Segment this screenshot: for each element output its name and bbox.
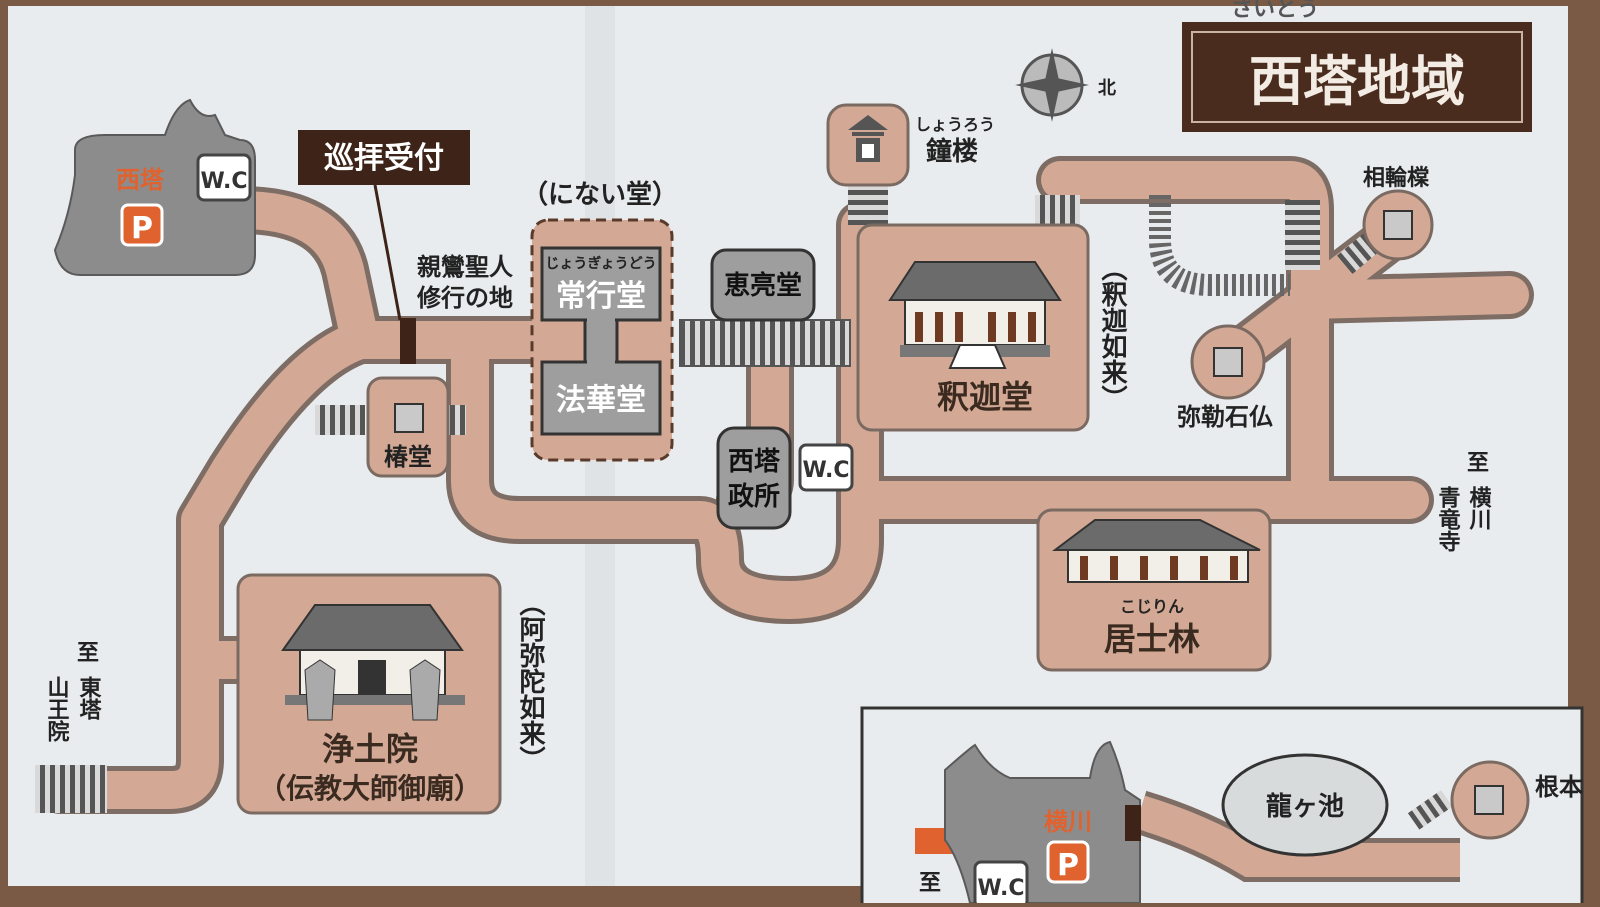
inset-map-yokawa: 横川 P W.C 至 龍ヶ池 根本: [860, 706, 1584, 907]
stairs-southwest: [35, 765, 107, 813]
shoro[interactable]: しょうろう 鐘楼: [826, 103, 995, 187]
kojirin[interactable]: こじりん 居士林: [1036, 508, 1272, 672]
jogyodo-ruby: じょうぎょうどう: [545, 255, 656, 272]
stairs-tsubakido-right: [448, 405, 466, 435]
hokkedo-label: 法華堂: [556, 383, 646, 418]
parking-yokawa-name: 横川: [1044, 808, 1092, 836]
to-yokawa-line2: 青竜寺: [1435, 486, 1461, 553]
saito-office[interactable]: 西塔 政所: [716, 426, 792, 530]
to-yokawa-to: 至: [1467, 451, 1489, 476]
title-ruby: さいとう: [1231, 0, 1319, 22]
stairs-shoro: [848, 185, 888, 225]
compass-north-label: 北: [1098, 78, 1116, 99]
to-toto-to: 至: [77, 641, 99, 666]
amida-nyorai-label: （阿弥陀如来）: [515, 590, 545, 772]
parking-west-name: 西塔: [116, 166, 165, 194]
shaka-nyorai: （釈迦如来）: [1097, 255, 1127, 411]
parking-west-wc: W.C: [201, 169, 248, 194]
jodoin-building-icon: [281, 604, 464, 651]
parking-west[interactable]: 西塔 P W.C: [53, 98, 256, 276]
ryugaike-label: 龍ヶ池: [1266, 791, 1344, 822]
miroku-stone-buddha[interactable]: 弥勒石仏: [1177, 324, 1273, 431]
ryugaike[interactable]: 龍ヶ池: [1221, 753, 1389, 857]
shakado[interactable]: 釈迦堂: [856, 223, 1090, 432]
wc-center[interactable]: W.C: [798, 443, 854, 492]
stairs-north-1: [1035, 195, 1080, 225]
saito-office-line2: 政所: [728, 481, 780, 512]
wc-center-label: W.C: [803, 458, 850, 483]
to-toto-line1: 東塔: [76, 676, 102, 720]
shinran-line1: 親鸞聖人: [417, 253, 513, 281]
stairs-north-2: [1285, 200, 1320, 270]
shoro-label: 鐘楼: [926, 136, 978, 167]
map-title: 西塔地域: [1249, 50, 1465, 113]
saito-office-line1: 西塔: [728, 447, 781, 477]
ninaido-label: （にない堂）: [522, 180, 678, 210]
miroku-label: 弥勒石仏: [1177, 403, 1273, 431]
kojirin-ruby: こじりん: [1120, 597, 1184, 616]
jodoin[interactable]: 浄土院 （伝教大師御廟）: [236, 573, 502, 815]
direction-toto: 至 東塔 山王院: [44, 641, 102, 743]
shaka-nyorai-label: （釈迦如来）: [1097, 255, 1127, 411]
shakado-label: 釈迦堂: [937, 378, 1033, 416]
bell-icon: [848, 115, 888, 162]
sorinto[interactable]: 相輪橖: [1362, 165, 1434, 261]
parking-yokawa[interactable]: 横川 P W.C: [944, 740, 1141, 907]
shoro-ruby: しょうろう: [915, 115, 995, 134]
inset-to-label: 至: [919, 871, 941, 896]
eryodo[interactable]: 恵亮堂: [710, 248, 816, 322]
reception-label: 巡拝受付: [324, 141, 444, 176]
jodoin-label: 浄土院: [322, 730, 418, 768]
konpon-hall[interactable]: 根本: [1407, 760, 1583, 840]
shakado-building-icon: [888, 261, 1062, 301]
stairs-curve: [1149, 195, 1290, 296]
parking-yokawa-wc: W.C: [978, 876, 1025, 901]
kojirin-label: 居士林: [1104, 620, 1200, 658]
shinran-line2: 修行の地: [416, 284, 513, 312]
reception[interactable]: 巡拝受付: [298, 130, 470, 364]
direction-yokawa: 至 横川 青竜寺: [1435, 451, 1493, 553]
sorinto-label: 相輪橖: [1363, 165, 1430, 191]
ninaido[interactable]: （にない堂） じょうぎょうどう 常行堂 法華堂: [522, 180, 678, 462]
jodoin-sub: （伝教大師御廟）: [258, 772, 482, 805]
stairs-tsubakido: [315, 405, 365, 435]
tsubakido-label: 椿堂: [384, 443, 432, 471]
to-yokawa-line1: 横川: [1466, 486, 1493, 530]
compass-icon: 北: [1015, 48, 1116, 122]
tsubakido[interactable]: 椿堂: [366, 376, 450, 478]
eryodo-label: 恵亮堂: [724, 270, 802, 301]
parking-yokawa-p: P: [1057, 848, 1079, 883]
title-banner: さいとう 西塔地域: [1182, 0, 1532, 132]
parking-west-p: P: [131, 211, 153, 246]
to-toto-line2: 山王院: [44, 676, 70, 743]
stairs-main: [679, 319, 851, 367]
konpon-label: 根本: [1535, 773, 1583, 801]
jogyodo-label: 常行堂: [556, 279, 646, 314]
